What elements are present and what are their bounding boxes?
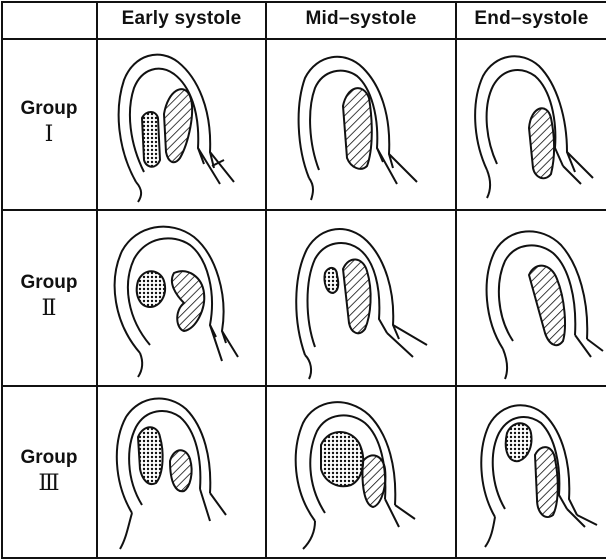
hatched-region xyxy=(535,447,558,517)
ventricle-diagram xyxy=(267,40,455,209)
cell-group3-early xyxy=(98,387,265,557)
row-label-text: Group xyxy=(21,98,78,119)
ventricle-diagram xyxy=(267,387,455,557)
dotted-region xyxy=(506,423,532,461)
hatched-region xyxy=(172,271,204,331)
row-label-text: Group xyxy=(21,272,78,293)
dotted-region xyxy=(138,427,163,484)
ventricle-diagram xyxy=(98,211,265,385)
cell-group2-mid xyxy=(267,211,455,385)
cell-group1-end xyxy=(457,40,606,209)
ventricle-diagram xyxy=(267,211,455,385)
cell-group3-mid xyxy=(267,387,455,557)
row-label-group-3: Group Ⅲ xyxy=(2,445,96,497)
dotted-region xyxy=(142,112,160,167)
hatched-region xyxy=(529,266,565,346)
cell-group1-early xyxy=(98,40,265,209)
cell-group2-early xyxy=(98,211,265,385)
row-label-numeral: Ⅲ xyxy=(2,471,96,497)
grid-border-bottom xyxy=(1,557,606,559)
ventricle-diagram xyxy=(457,211,606,385)
row-label-group-2: Group Ⅱ xyxy=(2,270,96,322)
hatched-region xyxy=(362,455,385,507)
hatched-region xyxy=(529,108,554,178)
ventricle-diagram xyxy=(457,40,606,209)
row-label-text: Group xyxy=(21,447,78,468)
hatched-region xyxy=(170,450,192,491)
ventricle-diagram xyxy=(98,387,265,557)
dotted-region xyxy=(137,271,165,307)
cell-group1-mid xyxy=(267,40,455,209)
column-header-early-systole: Early systole xyxy=(98,0,265,38)
hatched-region xyxy=(343,259,371,333)
cell-group3-end xyxy=(457,387,606,557)
column-header-mid-systole: Mid–systole xyxy=(267,0,455,38)
hatched-region xyxy=(343,88,372,169)
dotted-region xyxy=(321,432,363,486)
ventricle-diagram xyxy=(98,40,265,209)
hatched-region xyxy=(164,89,192,162)
ventricle-diagram xyxy=(457,387,606,557)
column-header-end-systole: End–systole xyxy=(457,0,606,38)
dotted-region xyxy=(324,268,338,293)
row-label-numeral: Ⅰ xyxy=(2,122,96,148)
row-label-group-1: Group Ⅰ xyxy=(2,96,96,148)
cell-group2-end xyxy=(457,211,606,385)
row-label-numeral: Ⅱ xyxy=(2,296,96,322)
